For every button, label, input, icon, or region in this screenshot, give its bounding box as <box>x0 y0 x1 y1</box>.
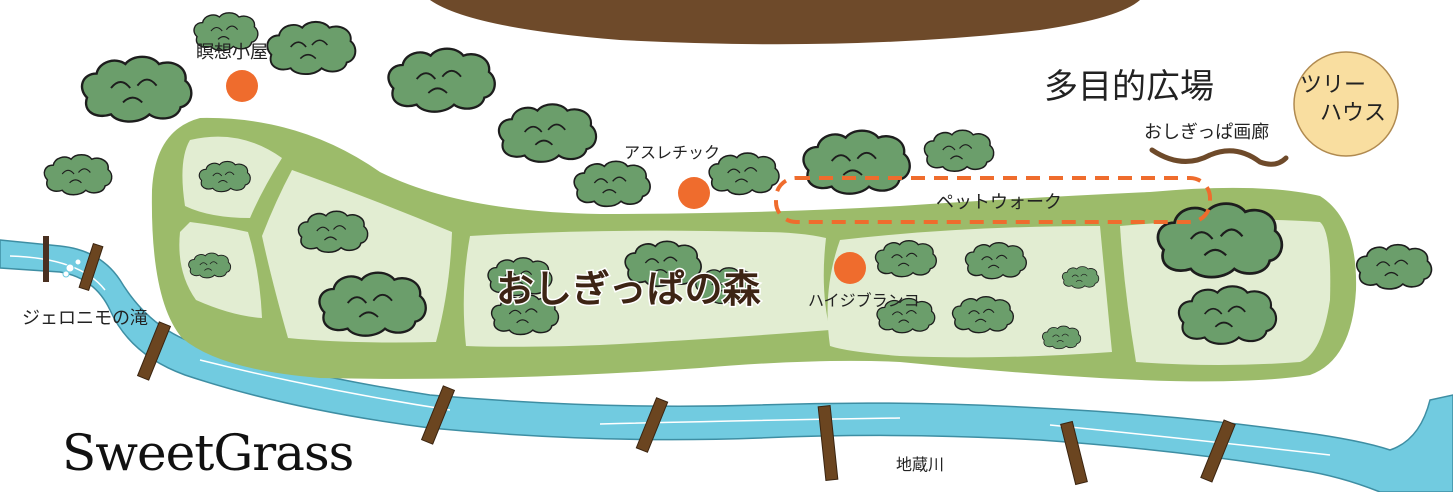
label-tamokuteki: 多目的広場 <box>1044 67 1214 107</box>
posts <box>78 242 1236 486</box>
label-river: 地蔵川 <box>896 455 944 474</box>
tree-icon <box>43 153 113 196</box>
post-icon <box>1200 419 1236 483</box>
label-treehouse-1: ツリー <box>1300 73 1366 98</box>
tree-icon <box>923 129 995 173</box>
poi-marker-icon[interactable] <box>834 252 866 284</box>
tree-house-marker <box>1293 51 1399 157</box>
label-meisou: 瞑想小屋 <box>196 42 268 63</box>
poi-marker-icon[interactable] <box>226 70 258 102</box>
waterfall <box>43 236 82 282</box>
post-icon <box>1060 420 1088 486</box>
label-forest: おしぎっぱの森 <box>496 267 761 311</box>
label-waterfall: ジェロニモの滝 <box>22 308 148 329</box>
tree-icon <box>387 47 497 114</box>
tree-icon <box>80 55 193 123</box>
tree-icon <box>497 103 598 164</box>
poi-marker-icon[interactable] <box>678 177 710 209</box>
sweetgrass-logo: SweetGrass <box>62 424 353 482</box>
post-icon <box>817 405 839 481</box>
tree-icon <box>573 160 652 208</box>
tree-icon <box>1355 243 1433 290</box>
tree-icon <box>266 20 357 76</box>
post-icon <box>78 242 104 292</box>
post-icon <box>136 321 172 381</box>
label-athletic: アスレチック <box>624 143 720 162</box>
post-icon <box>635 397 669 453</box>
label-treehouse-2: ハウス <box>1320 101 1386 126</box>
label-swing: ハイジブランコ <box>808 291 920 310</box>
post-icon <box>420 385 456 445</box>
earth-mound <box>430 0 1140 45</box>
label-petwalk: ペットウォーク <box>936 192 1062 213</box>
gallery-path <box>1149 147 1289 167</box>
tree-icon <box>802 129 912 195</box>
label-gallery: おしぎっぱ画廊 <box>1144 122 1269 143</box>
pet-walk-route <box>774 176 1212 224</box>
